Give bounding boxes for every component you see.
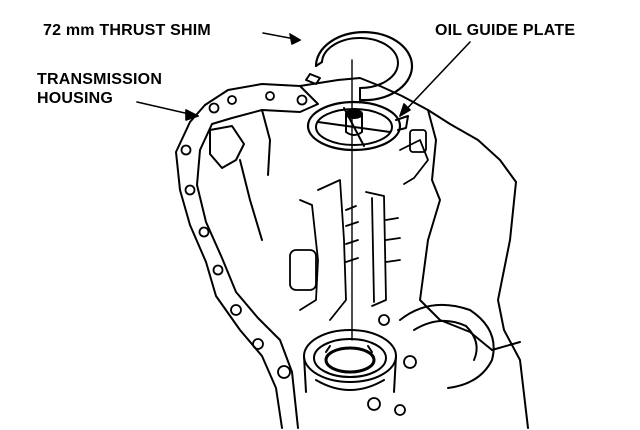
housing-flange-outer-edge [175,104,283,429]
dowel-boss [409,129,427,153]
bolt-hole [367,397,381,411]
bolt-hole [403,355,417,369]
gear-shaft [299,199,319,311]
output-bore-rim [399,303,495,389]
oil-guide-rim-outer [306,100,402,152]
bore-middle [313,338,387,378]
output-bore [399,303,521,389]
output-bore-inner [413,319,478,361]
housing-top-edge [299,77,517,183]
label-transmission-housing-line1: TRANSMISSION [37,71,163,88]
bore-wall [303,355,397,393]
oil-guide-hub [345,113,363,136]
thrust-shim-tab [305,73,321,85]
bolt-hole [265,91,275,101]
housing-inner-boss [209,125,245,169]
bore-outer [303,329,397,383]
bore-seat [315,379,385,391]
output-bore-flange [491,341,521,351]
thrust-shim-inner [321,37,399,89]
oil-guide-tab [395,115,409,131]
bolt-hole [296,94,308,106]
counter-shaft [365,191,387,307]
label-transmission-housing-line2: HOUSING [37,90,114,107]
oil-guide-plate [306,100,409,152]
oil-passage [399,139,429,185]
arrowhead-housing [185,109,199,121]
leader-oil-guide [399,41,471,117]
gear-teeth [385,217,401,263]
bolt-hole [212,264,224,276]
internal-gears [289,129,429,321]
bolt-hole [208,102,220,114]
bore-inner [324,346,376,374]
arrowhead-oil-guide [399,103,411,117]
thrust-shim-gap [315,61,361,101]
housing-rib [261,109,271,176]
bolt-hole [198,226,210,238]
housing-rib [239,159,263,241]
label-thrust-shim: 72 mm THRUST SHIM [43,22,211,39]
label-transmission-housing: TRANSMISSION HOUSING [37,70,162,108]
housing-right-inner [419,109,493,351]
bearing-bore [303,329,397,393]
bolt-hole [252,338,264,350]
thrust-shim-outer [314,31,414,102]
transmission-housing [175,59,529,429]
bolt-hole [378,314,390,326]
oil-guide-hub-top [345,109,363,119]
gear-block [289,249,317,291]
bolt-hole [277,365,291,379]
arrowhead-thrust-shim [289,33,301,45]
gear-shaft [317,179,347,321]
leader-lines [136,32,471,121]
bolt-hole [230,304,242,316]
housing-right-wall [497,181,529,429]
counter-shaft-edge [371,197,375,303]
housing-bolt-holes [180,91,417,416]
housing-flange-outline [196,83,319,429]
bolt-hole [227,95,237,105]
bearing-cage [325,345,373,353]
bolt-hole [184,184,196,196]
label-oil-guide-plate: OIL GUIDE PLATE [435,22,576,39]
thrust-shim-ring [305,31,414,102]
bolt-hole [180,144,192,156]
bolt-hole [394,404,406,416]
